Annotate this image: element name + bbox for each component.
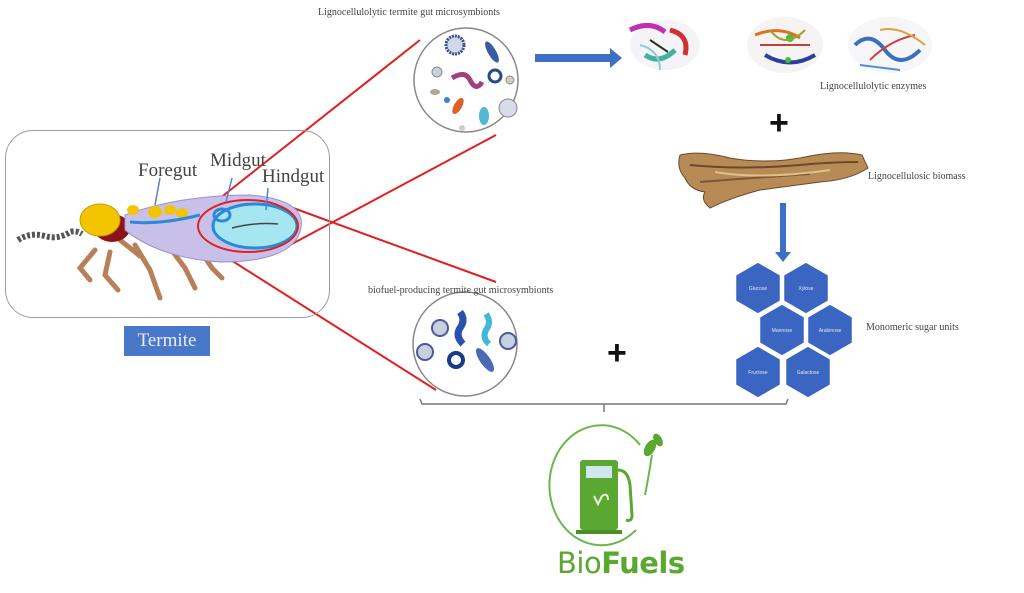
biofuels-bio: Bio — [557, 546, 602, 580]
biomass-label: Lignocellulosic biomass — [868, 171, 966, 182]
termite-badge: Termite — [124, 326, 210, 356]
sugar-hexagon — [734, 345, 782, 399]
biofuels-fuels: Fuels — [601, 546, 685, 580]
hindgut-highlight — [197, 199, 299, 253]
combine-bracket — [419, 398, 789, 412]
enzyme-structure-1 — [628, 20, 700, 71]
enzyme-structure-2 — [747, 17, 823, 73]
arrow-down-icon — [775, 203, 791, 262]
termite-yellow-head — [79, 203, 121, 237]
sugar-hexagon — [806, 303, 854, 357]
arrow-right-icon — [535, 48, 622, 68]
lignocellulosic-biomass-image — [678, 152, 869, 209]
zoom-connector-lines — [204, 39, 497, 391]
termite-illustration — [16, 177, 302, 301]
sugar-hexagon — [784, 345, 832, 399]
sugar-hexagon-label: Glucose — [749, 286, 768, 292]
lignocellulolytic-microsymbionts-label: Lignocellulolytic termite gut microsymbi… — [318, 7, 500, 18]
enzyme-structure-3 — [848, 17, 932, 73]
hindgut-label: Hindgut — [262, 166, 325, 187]
plus-sign-microbes-sugars: + — [607, 334, 627, 372]
sugar-hexagon — [758, 303, 806, 357]
sugar-hexagon — [734, 261, 782, 315]
sugar-hexagon-label: Xylose — [798, 286, 813, 292]
plus-sign-enzymes-biomass: + — [769, 104, 789, 142]
termite-panel-frame — [5, 130, 330, 318]
monomeric-sugar-label: Monomeric sugar units — [866, 322, 959, 333]
biofuel-microsymbionts-label: biofuel-producing termite gut microsymbi… — [368, 285, 554, 296]
connector-line-top-left — [204, 39, 421, 211]
biofuel-pump-icon — [548, 424, 663, 547]
connector-line-top-right — [289, 134, 497, 246]
foregut-label: Foregut — [138, 160, 198, 181]
antenna-icon — [16, 228, 84, 243]
connector-line-bottom-right — [284, 204, 497, 283]
lignocellulolytic-microbes-circle — [413, 27, 519, 133]
biofuels-logo-text: BioFuels — [557, 546, 685, 580]
enzyme-structures — [628, 17, 932, 73]
enzymes-label: Lignocellulolytic enzymes — [820, 81, 927, 92]
biofuel-microbes-circle — [412, 291, 518, 397]
sugar-hexagon-label: Fructose — [748, 370, 768, 376]
sugar-hexagon-label: Arabinose — [819, 328, 842, 334]
midgut-label: Midgut — [210, 150, 266, 171]
sugar-hexagon — [782, 261, 830, 315]
sugar-hexagon-label: Mannose — [772, 328, 793, 334]
connector-line-bottom-left — [214, 249, 437, 391]
sugar-hexagon-label: Galactose — [797, 370, 820, 376]
